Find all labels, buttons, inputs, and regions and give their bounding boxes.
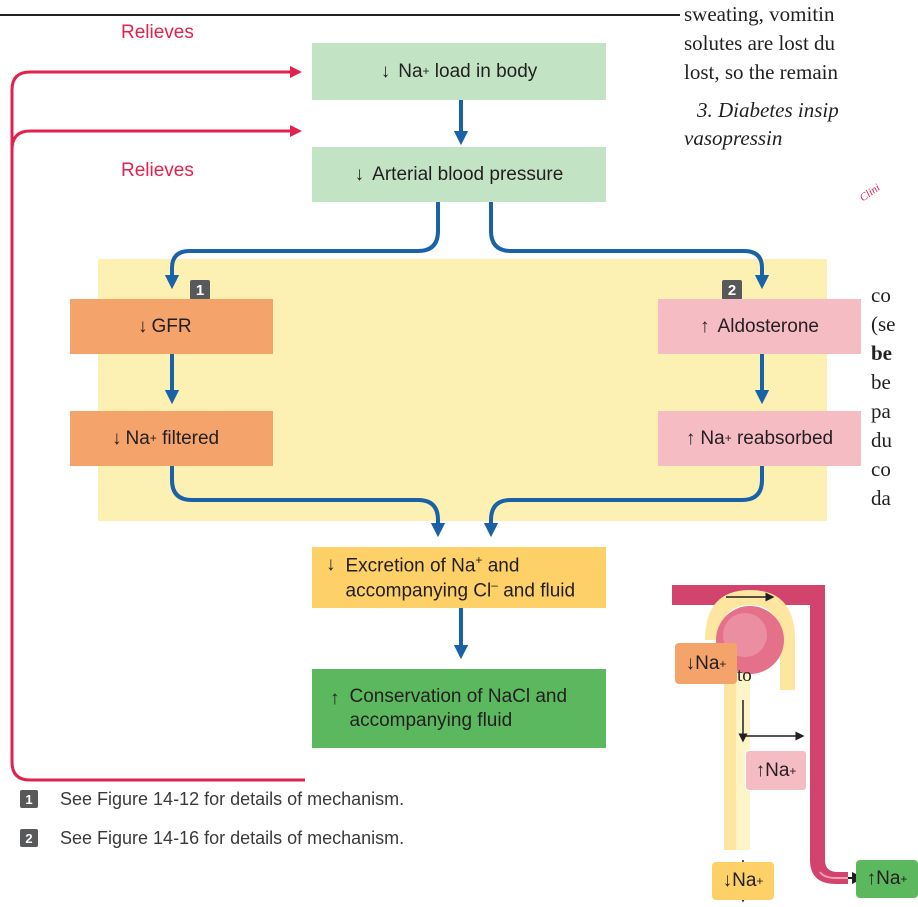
- na-filtered-box: ↓ Na+ filtered: [70, 411, 273, 466]
- body-text-line-5: vasopressin: [684, 126, 783, 150]
- nephron-illustration: [672, 585, 864, 903]
- relieves-label-mid: Relieves: [121, 160, 194, 181]
- na-reabsorbed-box: ↑ Na+ reabsorbed: [658, 411, 861, 466]
- increase-arrow-icon: ↑: [685, 427, 696, 449]
- footnote-2: See Figure 14-16 for details of mechanis…: [60, 828, 405, 848]
- increase-arrow-icon: ↑: [700, 315, 710, 337]
- body-col-1: co: [871, 283, 891, 307]
- nephron-na-excreted-label: ↓Na+: [712, 862, 774, 900]
- body-col-3: be: [871, 341, 892, 365]
- conservation-box: ↑ Conservation of NaCl and accompanying …: [312, 669, 606, 748]
- na-load-box: ↓ Na+ load in body: [312, 43, 606, 100]
- mechanism-badge-1: 1: [190, 280, 210, 300]
- decrease-arrow-icon: ↓: [138, 315, 148, 337]
- top-rule: [0, 14, 680, 16]
- nephron-na-out-label: ↑Na+: [856, 860, 918, 898]
- relieves-label-top: Relieves: [121, 22, 194, 43]
- footnote-badge-1: 1: [20, 790, 38, 808]
- body-text-line-3: lost, so the remain: [684, 60, 838, 84]
- body-text-line-4: 3. Diabetes insip: [697, 98, 839, 122]
- mechanism-badge-2: 2: [722, 280, 742, 300]
- body-col-8: da: [871, 486, 891, 510]
- footnote-1: See Figure 14-12 for details of mechanis…: [60, 789, 405, 809]
- increase-arrow-icon: ↑: [330, 688, 340, 709]
- nephron-na-reabsorbed-label: ↑Na+: [745, 750, 807, 791]
- body-col-4: be: [871, 370, 891, 394]
- arterial-bp-box: ↓ Arterial blood pressure: [312, 147, 606, 202]
- body-col-5: pa: [871, 399, 891, 423]
- decrease-arrow-icon: ↓: [354, 163, 365, 185]
- footnote-badge-2: 2: [20, 829, 38, 847]
- excretion-box: ↓ Excretion of Na+ and accompanying Cl– …: [312, 547, 606, 608]
- aldosterone-box: ↑ Aldosterone: [658, 299, 861, 354]
- decrease-arrow-icon: ↓: [326, 554, 336, 575]
- body-text-line-1: sweating, vomitin: [684, 2, 835, 26]
- body-col-7: co: [871, 457, 891, 481]
- decrease-arrow-icon: ↓: [380, 60, 391, 82]
- body-text-line-2: solutes are lost du: [684, 31, 836, 55]
- decrease-arrow-icon: ↓: [112, 427, 122, 449]
- nephron-to-label: to: [737, 665, 752, 686]
- body-col-6: du: [871, 428, 892, 452]
- nephron-na-filtered-label: ↓Na+: [675, 643, 737, 684]
- body-col-2: (se: [871, 312, 896, 336]
- gfr-box: ↓ GFR: [70, 299, 273, 354]
